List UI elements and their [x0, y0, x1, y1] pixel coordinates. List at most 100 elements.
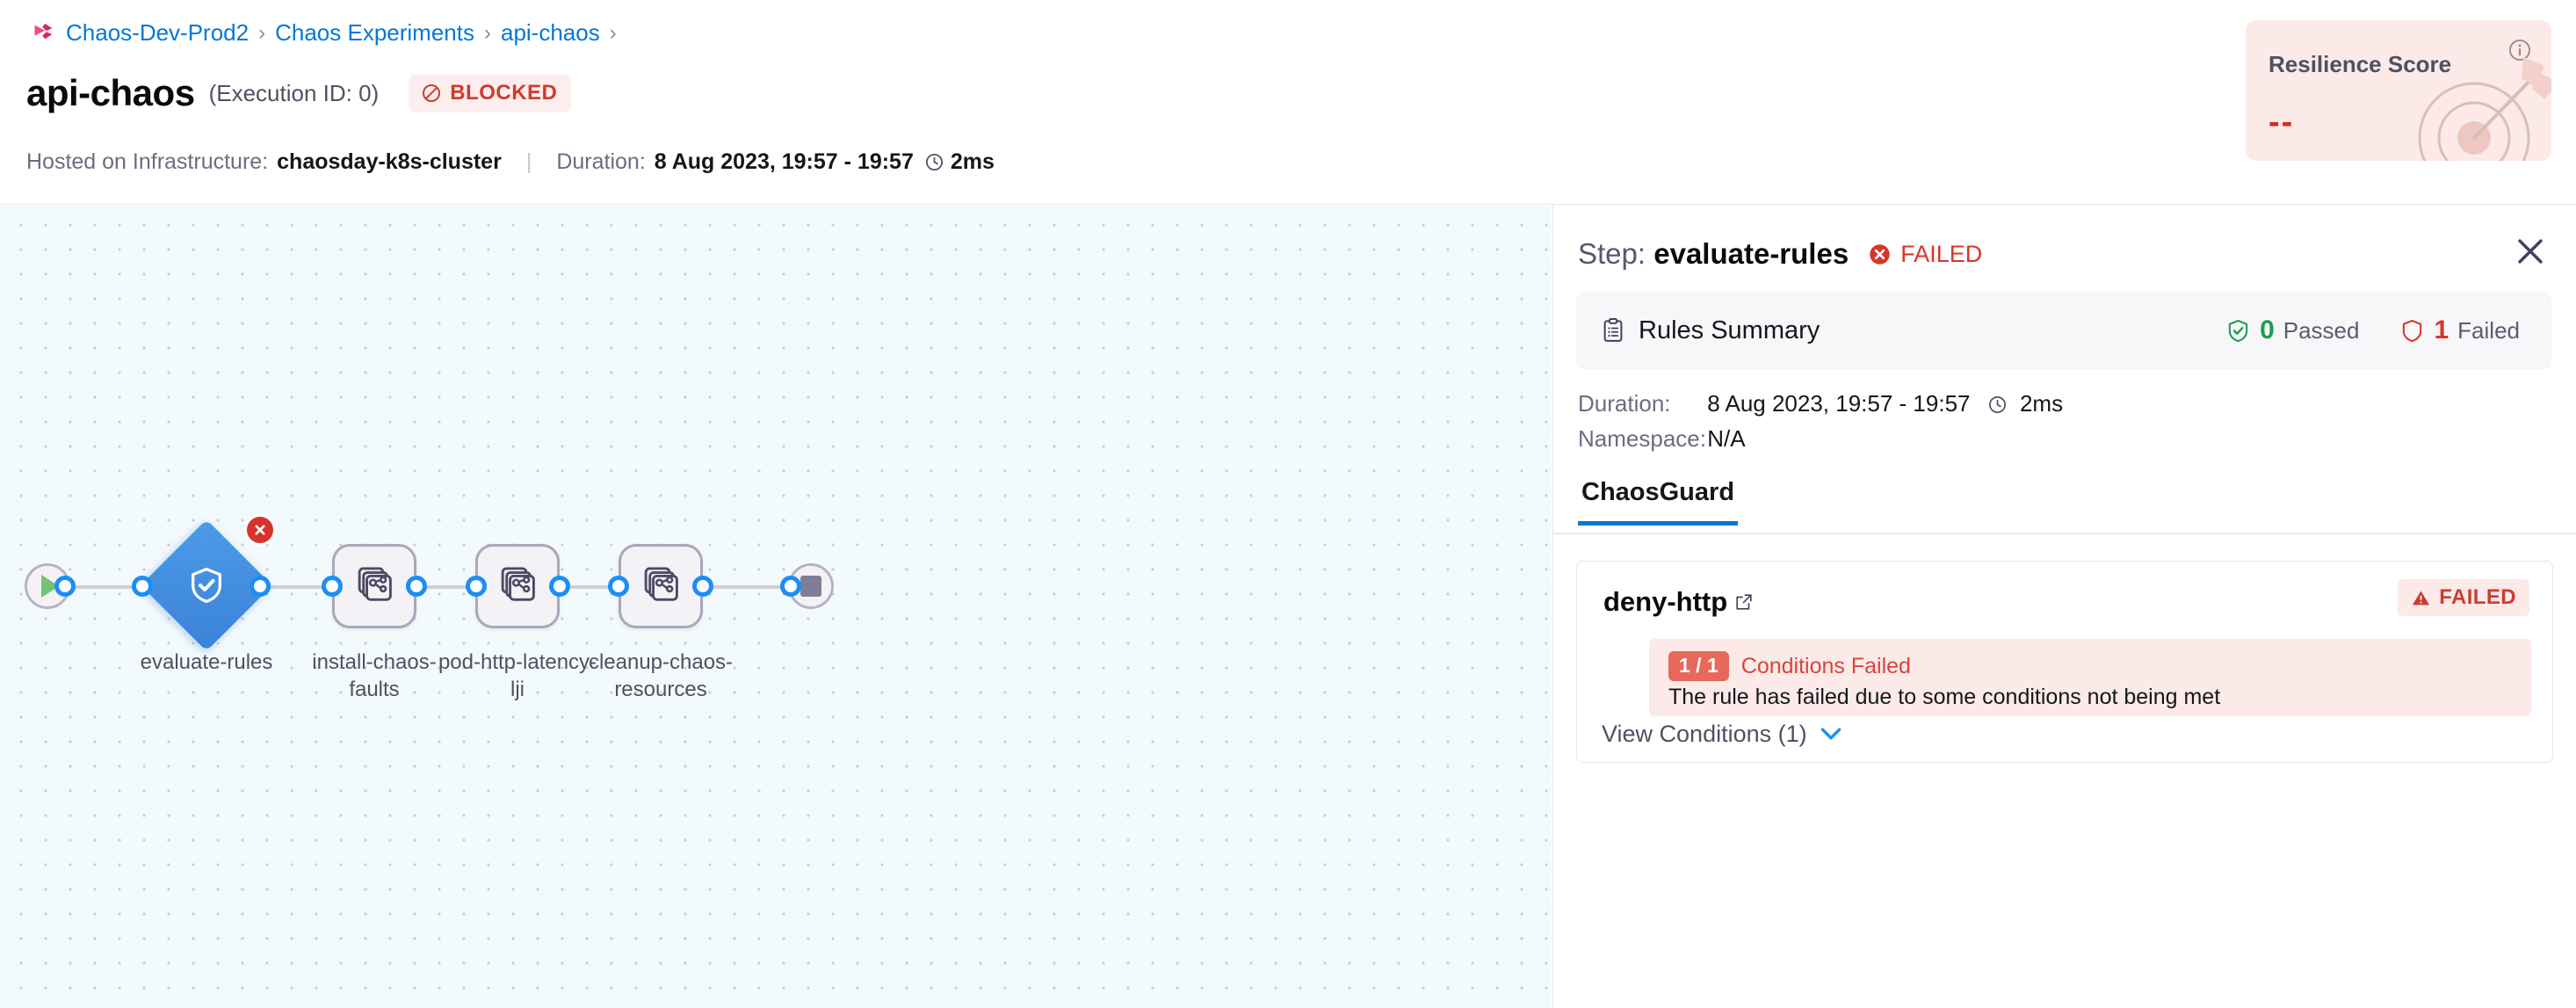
step-title-name: evaluate-rules [1653, 237, 1849, 270]
edge-latency-to-cleanup [554, 585, 627, 589]
shield-check-icon [186, 565, 227, 606]
port-cleanup-out[interactable] [692, 576, 713, 597]
error-x-icon [244, 514, 276, 546]
port-install-out[interactable] [406, 576, 427, 597]
chaos-faults-icon [354, 564, 394, 609]
breadcrumb-separator-3: › [609, 20, 617, 45]
node-install-chaos-faults[interactable] [332, 544, 416, 628]
breadcrumb-item-experiments[interactable]: Chaos Experiments [275, 19, 474, 46]
status-badge-label: BLOCKED [450, 80, 558, 105]
rules-passed-stat: 0 Passed [2225, 315, 2359, 345]
port-cleanup-in[interactable] [608, 576, 629, 597]
step-status-badge: FAILED [1868, 241, 1982, 268]
view-conditions-toggle[interactable]: View Conditions (1) [1602, 721, 1842, 748]
shield-check-icon [2225, 318, 2251, 344]
rules-summary-left: Rules Summary [1600, 316, 1820, 345]
node-label-install-chaos-faults: install-chaos-faults [312, 650, 437, 701]
node-cleanup-chaos-resources[interactable] [619, 544, 703, 628]
end-node[interactable] [788, 563, 834, 609]
execution-meta: Hosted on Infrastructure: chaosday-k8s-c… [26, 149, 995, 175]
step-detail-header: Step: evaluate-rules FAILED [1553, 206, 2576, 302]
port-evaluate-out[interactable] [250, 576, 271, 597]
title-row: api-chaos (Execution ID: 0) BLOCKED [26, 72, 572, 114]
conditions-failed-label: Conditions Failed [1740, 653, 1911, 678]
duration-range: 8 Aug 2023, 19:57 - 19:57 [654, 149, 914, 174]
rules-summary-card: Rules Summary 0 Passed [1576, 292, 2551, 369]
detail-namespace-key: Namespace: [1578, 425, 1706, 452]
tab-chaosguard[interactable]: ChaosGuard [1578, 478, 1739, 526]
step-detail-panel: Step: evaluate-rules FAILED [1552, 206, 2576, 1008]
view-conditions-label: View Conditions (1) [1602, 721, 1807, 747]
breadcrumb: Chaos-Dev-Prod2 › Chaos Experiments › ap… [32, 19, 617, 47]
port-latency-in[interactable] [466, 576, 487, 597]
port-latency-out[interactable] [549, 576, 570, 597]
resilience-score-title: Resilience Score [2268, 51, 2452, 77]
rules-passed-label: Passed [2283, 316, 2360, 344]
step-title: Step: evaluate-rules [1578, 237, 1849, 271]
detail-duration-key: Duration: [1578, 390, 1671, 417]
node-pod-http-latency-lji[interactable] [475, 544, 560, 628]
rules-summary-stats: 0 Passed 1 Failed [2225, 315, 2520, 345]
step-status-label: FAILED [1900, 240, 1983, 267]
clipboard-list-icon [1600, 317, 1626, 344]
breadcrumb-item-current[interactable]: api-chaos [500, 19, 600, 46]
rule-header: deny-http [1603, 586, 1754, 618]
rules-failed-stat: 1 Failed [2399, 315, 2520, 345]
close-icon[interactable] [2511, 232, 2550, 271]
execution-id-label: (Execution ID: 0) [208, 79, 380, 106]
detail-row-duration: Duration: 8 Aug 2023, 19:57 - 19:57 2ms [1578, 390, 2063, 417]
port-end-in[interactable] [780, 576, 801, 597]
blocked-circle-slash-icon [421, 83, 442, 104]
chaos-faults-icon [497, 564, 538, 609]
clock-icon [914, 149, 951, 175]
step-title-prefix: Step: [1578, 237, 1646, 270]
port-start-out[interactable] [54, 576, 76, 597]
pipeline-canvas[interactable]: evaluate-rules install-chaos-faults [0, 206, 1552, 1008]
detail-duration-ms: 2ms [2019, 390, 2064, 417]
infrastructure-label: Hosted on Infrastructure: [26, 149, 269, 174]
node-label-evaluate-rules: evaluate-rules [140, 650, 273, 674]
info-circle-icon[interactable] [2507, 38, 2532, 62]
shield-outline-icon [2399, 318, 2425, 344]
clock-icon [1977, 390, 2020, 417]
rule-status-badge: FAILED [2398, 579, 2529, 616]
play-icon [41, 575, 59, 598]
conditions-failed-box: 1 / 1 Conditions Failed The rule has fai… [1649, 639, 2531, 716]
edge-start-to-evaluate [56, 585, 141, 589]
port-evaluate-in[interactable] [132, 576, 153, 597]
warning-triangle-icon [2411, 588, 2431, 608]
meta-divider: | [525, 149, 532, 174]
node-label-pod-http-latency-lji: pod-http-latency-lji [438, 650, 597, 701]
port-install-in[interactable] [322, 576, 343, 597]
detail-namespace-value: N/A [1707, 425, 1746, 452]
chevron-down-icon [1820, 727, 1842, 742]
conditions-failed-chip: 1 / 1 [1668, 651, 1729, 681]
edge-install-to-latency [411, 585, 483, 589]
detail-row-namespace: Namespace: N/A [1578, 425, 1746, 453]
rule-card-deny-http: deny-http FAILED [1576, 561, 2553, 763]
harness-logo-icon [32, 21, 56, 46]
chaos-faults-icon [640, 564, 681, 609]
detail-duration-value: 8 Aug 2023, 19:57 - 19:57 [1707, 390, 1971, 417]
node-evaluate-rules[interactable] [141, 514, 276, 651]
conditions-failed-header: 1 / 1 Conditions Failed [1668, 651, 1911, 681]
breadcrumb-separator-1: › [258, 20, 266, 45]
breadcrumb-item-project[interactable]: Chaos-Dev-Prod2 [66, 19, 250, 46]
external-link-icon[interactable] [1734, 592, 1754, 612]
rule-status-label: FAILED [2439, 585, 2516, 609]
panel-tabs: ChaosGuard [1553, 475, 2576, 534]
page-title: api-chaos [26, 72, 195, 113]
node-label-cleanup-chaos-resources: cleanup-chaos-resources [588, 650, 734, 701]
resilience-score-card: Resilience Score -- [2246, 20, 2551, 161]
rules-summary-label: Rules Summary [1639, 315, 1820, 344]
status-badge: BLOCKED [409, 74, 572, 112]
duration-label: Duration: [556, 149, 646, 174]
resilience-score-value: -- [2268, 104, 2295, 141]
duration-value: 2ms [950, 149, 995, 174]
edge-evaluate-to-install [255, 585, 327, 589]
breadcrumb-separator-2: › [483, 20, 491, 45]
rules-failed-count: 1 [2434, 315, 2449, 344]
conditions-failed-description: The rule has failed due to some conditio… [1668, 685, 2221, 709]
edge-cleanup-to-end [696, 585, 784, 589]
